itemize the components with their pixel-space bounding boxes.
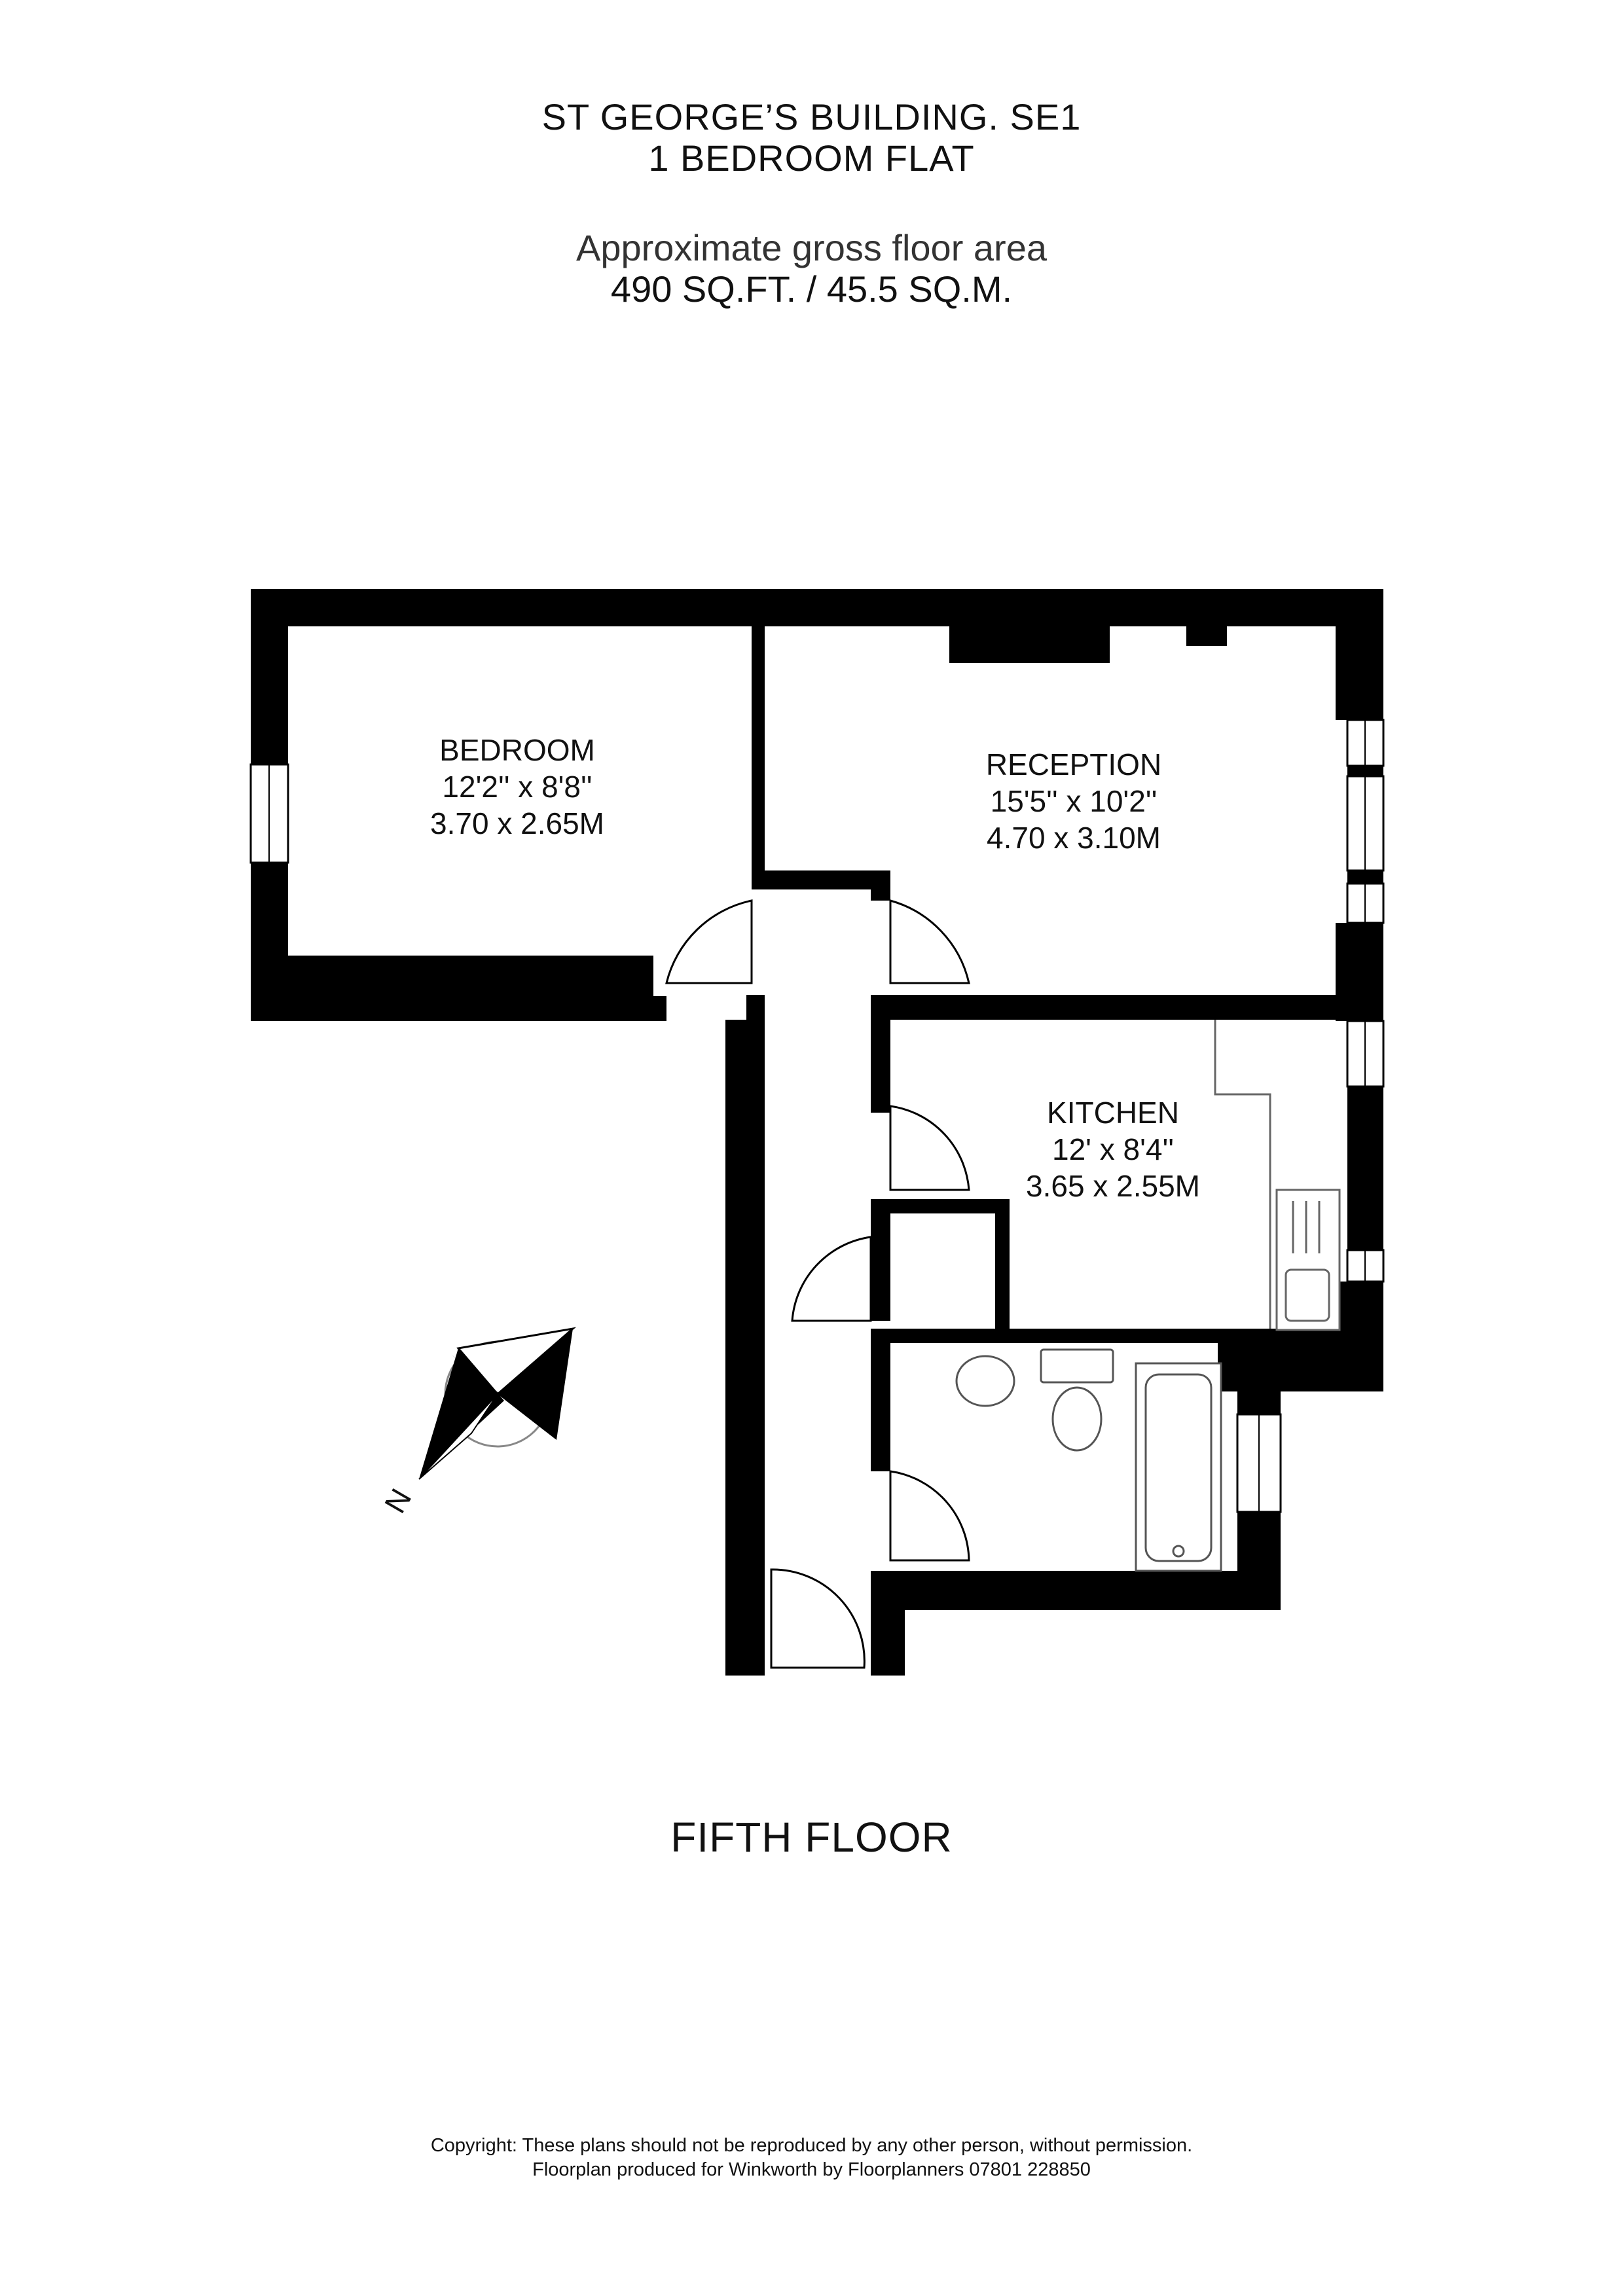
wall-bath-bottom [871,1571,1281,1610]
toilet [1051,1386,1103,1452]
wall-store-left [871,1199,890,1321]
wall-bath-left [871,1343,890,1471]
door-bathroom [889,1470,970,1562]
wall-left-upper [251,589,288,764]
room-label-bedroom: BEDROOM 12'2'' x 8'8'' 3.70 x 2.65M [380,732,655,842]
wall-partition [752,626,765,889]
room-label-reception: RECEPTION 15'5'' x 10'2'' 4.70 x 3.10M [936,746,1211,856]
door-bedroom [665,899,753,984]
room-name: KITCHEN [1047,1096,1179,1130]
room-label-kitchen: KITCHEN 12' x 8'4'' 3.65 x 2.55M [976,1094,1250,1204]
room-name: BEDROOM [439,733,595,767]
compass-arm-w [498,1329,573,1440]
flat-type: 1 BEDROOM FLAT [648,137,975,179]
room-imperial: 12'2'' x 8'8'' [442,770,593,804]
credit-text: Floorplan produced for Winkworth by Floo… [532,2159,1091,2181]
wall-bedroom-bottom [251,956,653,1021]
room-metric: 3.65 x 2.55M [1026,1169,1200,1204]
bath-inner [1144,1373,1213,1562]
wall-right-a [1336,626,1383,720]
room-name: RECEPTION [985,747,1162,781]
chimney-breast [949,626,1110,663]
wall-kitchen-left-a [871,995,890,1113]
cistern [1040,1348,1114,1384]
door-store [791,1236,872,1322]
door-kitchen [889,1105,970,1191]
wall-pier [1186,626,1227,646]
area-label: Approximate gross floor area [575,227,1047,268]
title-block: ST GEORGE’S BUILDING. SE1 1 BEDROOM FLAT [0,96,1623,179]
building-name: ST GEORGE’S BUILDING. SE1 [541,96,1082,137]
footer: Copyright: These plans should not be rep… [0,2134,1623,2182]
wall-store-top [871,1199,1008,1213]
compass-rose [418,1327,577,1480]
wall-bedroom-bottom-end [653,996,666,1021]
window-lines [268,720,1366,1512]
wall-bath-right-a [1237,1391,1281,1414]
walls [251,589,1383,1676]
kitchen-units [1214,1020,1341,1331]
area-block: Approximate gross floor area 490 SQ.FT. … [0,227,1623,310]
wall-reception-lower-left [752,870,883,889]
bath-plug [1172,1545,1185,1558]
compass-needle [418,1393,498,1480]
door-reception [889,899,970,984]
wall-corridor-top [746,995,765,1034]
room-imperial: 15'5'' x 10'2'' [990,784,1158,819]
wall-corridor-left [725,1020,765,1676]
bathroom-fittings [955,1348,1222,1572]
wall-reception-door-jamb [871,870,890,901]
doors [665,899,970,1669]
basin [955,1355,1015,1407]
sink-bowl [1285,1268,1330,1322]
door-entrance [770,1568,866,1669]
room-metric: 3.70 x 2.65M [430,806,604,841]
wall-bath-corner [1218,1329,1383,1391]
wall-entrance-right [871,1571,905,1676]
wall-right-e [1347,1086,1383,1280]
worktop [1214,1020,1271,1329]
wall-store-right [995,1199,1010,1343]
wall-kitchen-bottom [871,1329,1224,1343]
wall-reception-bottom [871,995,1347,1020]
copyright-text: Copyright: These plans should not be rep… [430,2135,1193,2156]
floor-name: FIFTH FLOOR [670,1814,953,1861]
room-imperial: 12' x 8'4'' [1051,1132,1175,1167]
room-metric: 4.70 x 3.10M [987,821,1161,855]
wall-top [251,589,1383,626]
area-value: 490 SQ.FT. / 45.5 SQ.M. [610,268,1013,310]
